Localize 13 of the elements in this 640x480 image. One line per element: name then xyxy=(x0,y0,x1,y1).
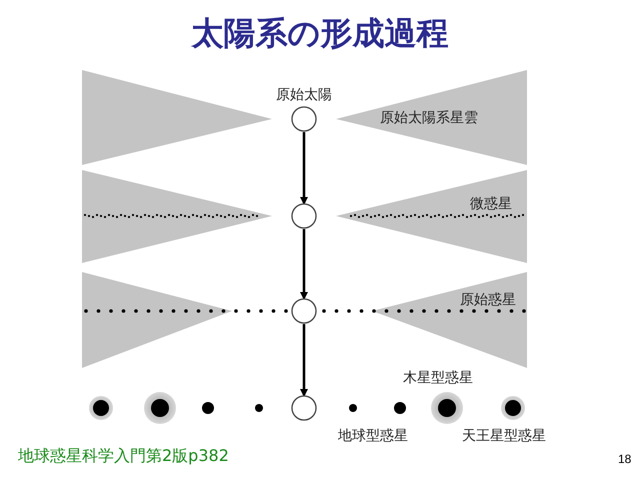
arrow xyxy=(300,324,308,397)
disk-label: 原始太陽系星雲 xyxy=(380,110,478,126)
disk-label: 原始惑星 xyxy=(460,292,516,308)
planet-type-label: 木星型惑星 xyxy=(403,370,473,386)
slide-title: 太陽系の形成過程 xyxy=(190,13,450,54)
planet-type-label: 地球型惑星 xyxy=(338,428,408,444)
arrow xyxy=(300,229,308,300)
planet-type-label: 天王星型惑星 xyxy=(462,428,546,444)
node-label: 原始太陽 xyxy=(275,86,333,105)
disk-label: 微惑星 xyxy=(470,196,512,212)
page-number: 18 xyxy=(618,452,632,466)
arrow xyxy=(300,132,308,205)
source-citation: 地球惑星科学入門第2版p382 xyxy=(18,446,229,467)
